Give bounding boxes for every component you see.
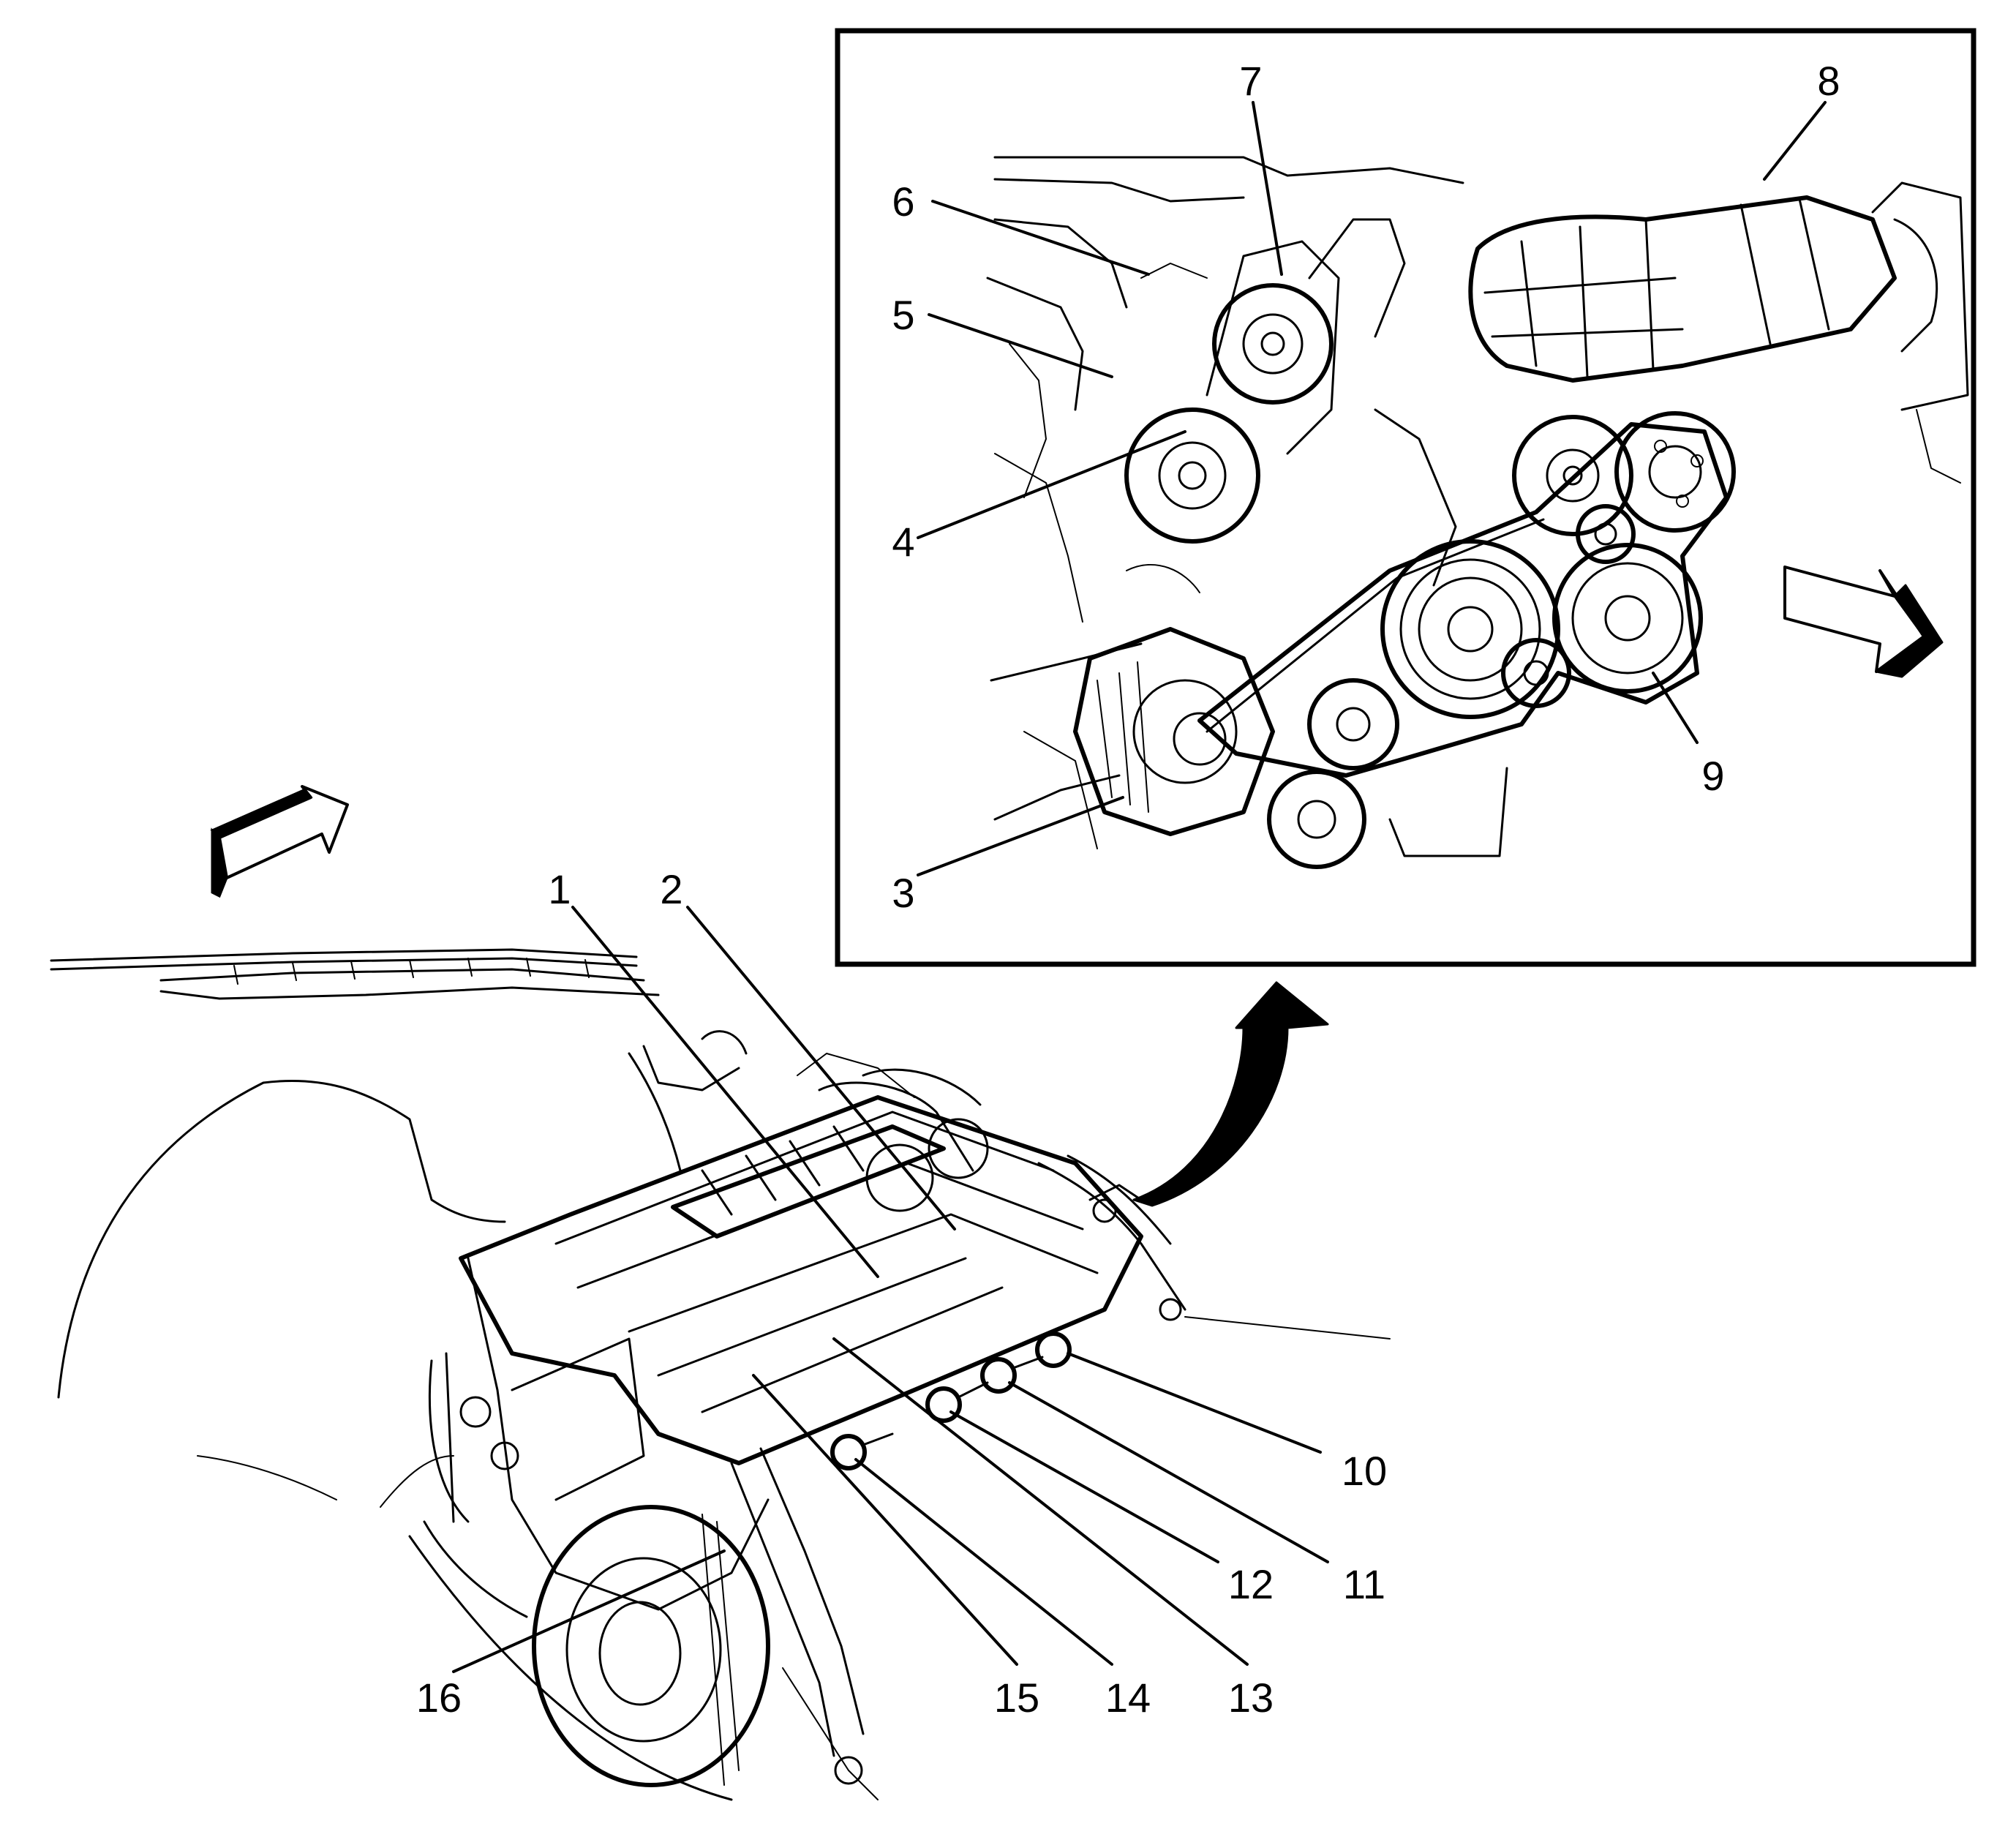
leader-5 <box>928 313 1113 378</box>
ignition-coil-group <box>830 1331 1072 1470</box>
leader-7 <box>1252 101 1283 276</box>
inset-frame <box>835 28 1976 967</box>
main-engine-view <box>50 785 1391 1801</box>
callout-6: 6 <box>892 179 914 225</box>
leader-13 <box>832 1337 1249 1666</box>
detail-pointer-arrow-icon <box>1132 981 1329 1207</box>
callout-leaders <box>452 101 1827 1673</box>
callout-7: 7 <box>1239 58 1262 104</box>
inset-engine-drawing <box>986 156 1969 869</box>
leader-12 <box>949 1410 1219 1563</box>
intake-duct <box>1468 181 1969 484</box>
engine-assembly <box>428 1030 1186 1800</box>
forward-arrow-icon <box>1783 566 1944 678</box>
power-steering-pulley <box>1614 411 1736 533</box>
flywheel <box>532 1505 770 1787</box>
callout-labels: 1 2 3 4 5 6 7 8 9 10 11 12 13 14 15 16 <box>416 58 1840 1721</box>
callout-16: 16 <box>416 1675 462 1721</box>
fender-outline <box>57 1080 506 1399</box>
callout-12: 12 <box>1228 1561 1274 1607</box>
idler-pulley <box>1576 504 1636 564</box>
leader-16 <box>452 1549 726 1673</box>
drive-belt <box>1197 422 1729 778</box>
tensioner-pulley <box>1124 407 1260 544</box>
detail-inset <box>835 28 1976 967</box>
leader-15 <box>752 1374 1018 1666</box>
leader-11 <box>1008 1381 1329 1563</box>
leader-4 <box>917 430 1186 539</box>
callout-1: 1 <box>548 866 571 912</box>
callout-9: 9 <box>1701 753 1724 799</box>
leader-6 <box>931 200 1150 276</box>
leader-8 <box>1763 101 1827 181</box>
leader-3 <box>917 796 1124 876</box>
callout-10: 10 <box>1342 1448 1387 1494</box>
cowl-panel <box>50 948 660 1000</box>
callout-11: 11 <box>1343 1561 1385 1607</box>
leader-2 <box>686 906 956 1231</box>
callout-8: 8 <box>1817 58 1840 104</box>
leader-14 <box>854 1458 1113 1666</box>
callout-4: 4 <box>892 519 914 565</box>
crankshaft-balancer <box>1380 539 1560 719</box>
upper-left-pulley <box>1212 283 1334 405</box>
leader-10 <box>1067 1352 1322 1454</box>
callout-15: 15 <box>994 1675 1039 1721</box>
leader-1 <box>571 906 879 1278</box>
callout-5: 5 <box>892 292 914 338</box>
generator <box>1073 627 1275 836</box>
callout-14: 14 <box>1105 1675 1151 1721</box>
ac-compressor-pulley <box>1552 543 1703 694</box>
vehicle-front-arrow-icon <box>210 785 349 898</box>
callout-3: 3 <box>892 870 914 916</box>
callout-13: 13 <box>1228 1675 1274 1721</box>
callout-2: 2 <box>660 866 682 912</box>
water-pump-pulley <box>1512 415 1633 536</box>
leader-9 <box>1652 672 1699 744</box>
